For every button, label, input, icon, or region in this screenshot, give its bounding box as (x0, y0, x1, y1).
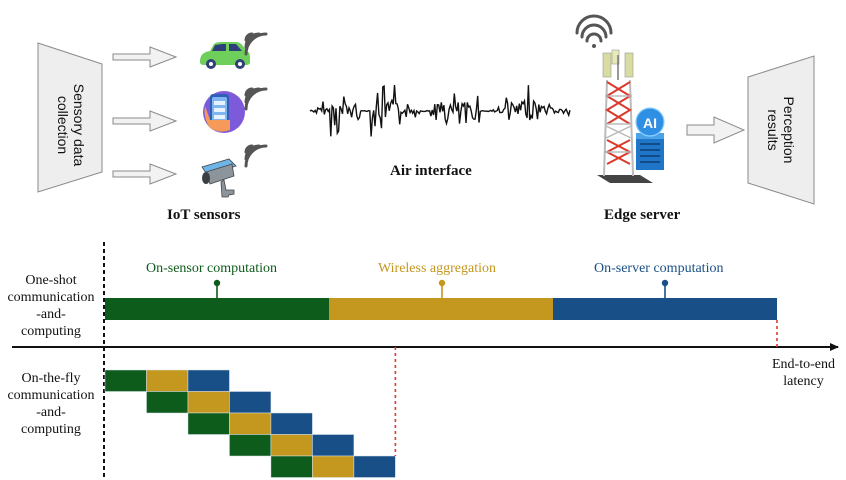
sensory-label-line1: Sensory data (71, 83, 87, 167)
wifi-icon (244, 32, 268, 56)
on-the-fly-label: On-the-fly communication -and- computing (0, 370, 103, 438)
arrow-to-camera (112, 163, 178, 185)
phase-bar-1 (329, 298, 553, 320)
wifi-icon (244, 87, 268, 111)
wifi-icon (244, 144, 268, 168)
phase-label-on-sensor: On-sensor computation (146, 261, 278, 276)
one-shot-label-line: communication (7, 290, 95, 305)
input-arrows (112, 46, 178, 185)
pipeline-cell (187, 412, 230, 435)
security-camera-icon (201, 158, 237, 198)
perception-results-block (747, 55, 815, 205)
end-to-end-latency-label: End-to-end latency (772, 356, 835, 390)
iot-sensors-label: IoT sensors (167, 207, 241, 223)
one-shot-bars (105, 298, 777, 320)
on-the-fly-label-line: computing (21, 422, 81, 437)
on-the-fly-label-line: On-the-fly (21, 371, 81, 386)
pipeline-cell (229, 412, 272, 435)
phase-pins (213, 279, 669, 298)
pipeline-cell (270, 434, 313, 457)
pipeline-cell (229, 434, 272, 457)
car-icon (200, 42, 250, 69)
phase-bar-2 (553, 298, 777, 320)
smartphone-icon (203, 91, 245, 133)
arrow-to-car (112, 46, 178, 68)
ai-badge: AI (643, 115, 657, 131)
pipeline-cell (270, 455, 313, 478)
pipeline-cell (146, 369, 189, 392)
phase-bar-0 (105, 298, 329, 320)
sensory-data-collection-label: Sensory data collection (55, 80, 87, 170)
latency-label-line: latency (783, 374, 824, 389)
perception-results-label: Perception results (765, 85, 797, 175)
pipeline-cell (104, 369, 147, 392)
pipeline-cell (187, 369, 230, 392)
sensory-label-line2: collection (55, 95, 71, 155)
on-the-fly-label-line: -and- (36, 405, 66, 420)
sensory-data-collection-block (37, 42, 103, 193)
on-the-fly-label-line: communication (7, 388, 95, 403)
on-the-fly-staircase (104, 369, 396, 478)
arrow-to-phone (112, 110, 178, 132)
air-interface-label: Air interface (390, 163, 472, 179)
phase-pin-head (661, 279, 669, 287)
perception-label-line2: results (765, 109, 781, 151)
pipeline-cell (312, 434, 355, 457)
ai-server-icon (635, 107, 665, 170)
perception-label-line1: Perception (781, 96, 797, 164)
pipeline-cell (270, 412, 313, 435)
air-interface-waveform (309, 84, 571, 137)
phase-pin-head (213, 279, 221, 287)
phase-label-on-server: On-server computation (594, 261, 724, 276)
one-shot-label-line: -and- (36, 307, 66, 322)
pipeline-cell (312, 455, 355, 478)
cell-tower-icon (575, 14, 653, 183)
pipeline-cell (146, 391, 189, 414)
one-shot-label-line: One-shot (25, 273, 77, 288)
one-shot-label: One-shot communication -and- computing (0, 272, 103, 340)
latency-label-line: End-to-end (772, 357, 835, 372)
pipeline-cell (187, 391, 230, 414)
phase-pin-head (438, 279, 446, 287)
arrow-to-perception (686, 116, 746, 144)
pipeline-cell (229, 391, 272, 414)
pipeline-cell (353, 455, 396, 478)
one-shot-label-line: computing (21, 324, 81, 339)
edge-server-label: Edge server (604, 207, 681, 223)
phase-label-wireless: Wireless aggregation (378, 261, 497, 276)
